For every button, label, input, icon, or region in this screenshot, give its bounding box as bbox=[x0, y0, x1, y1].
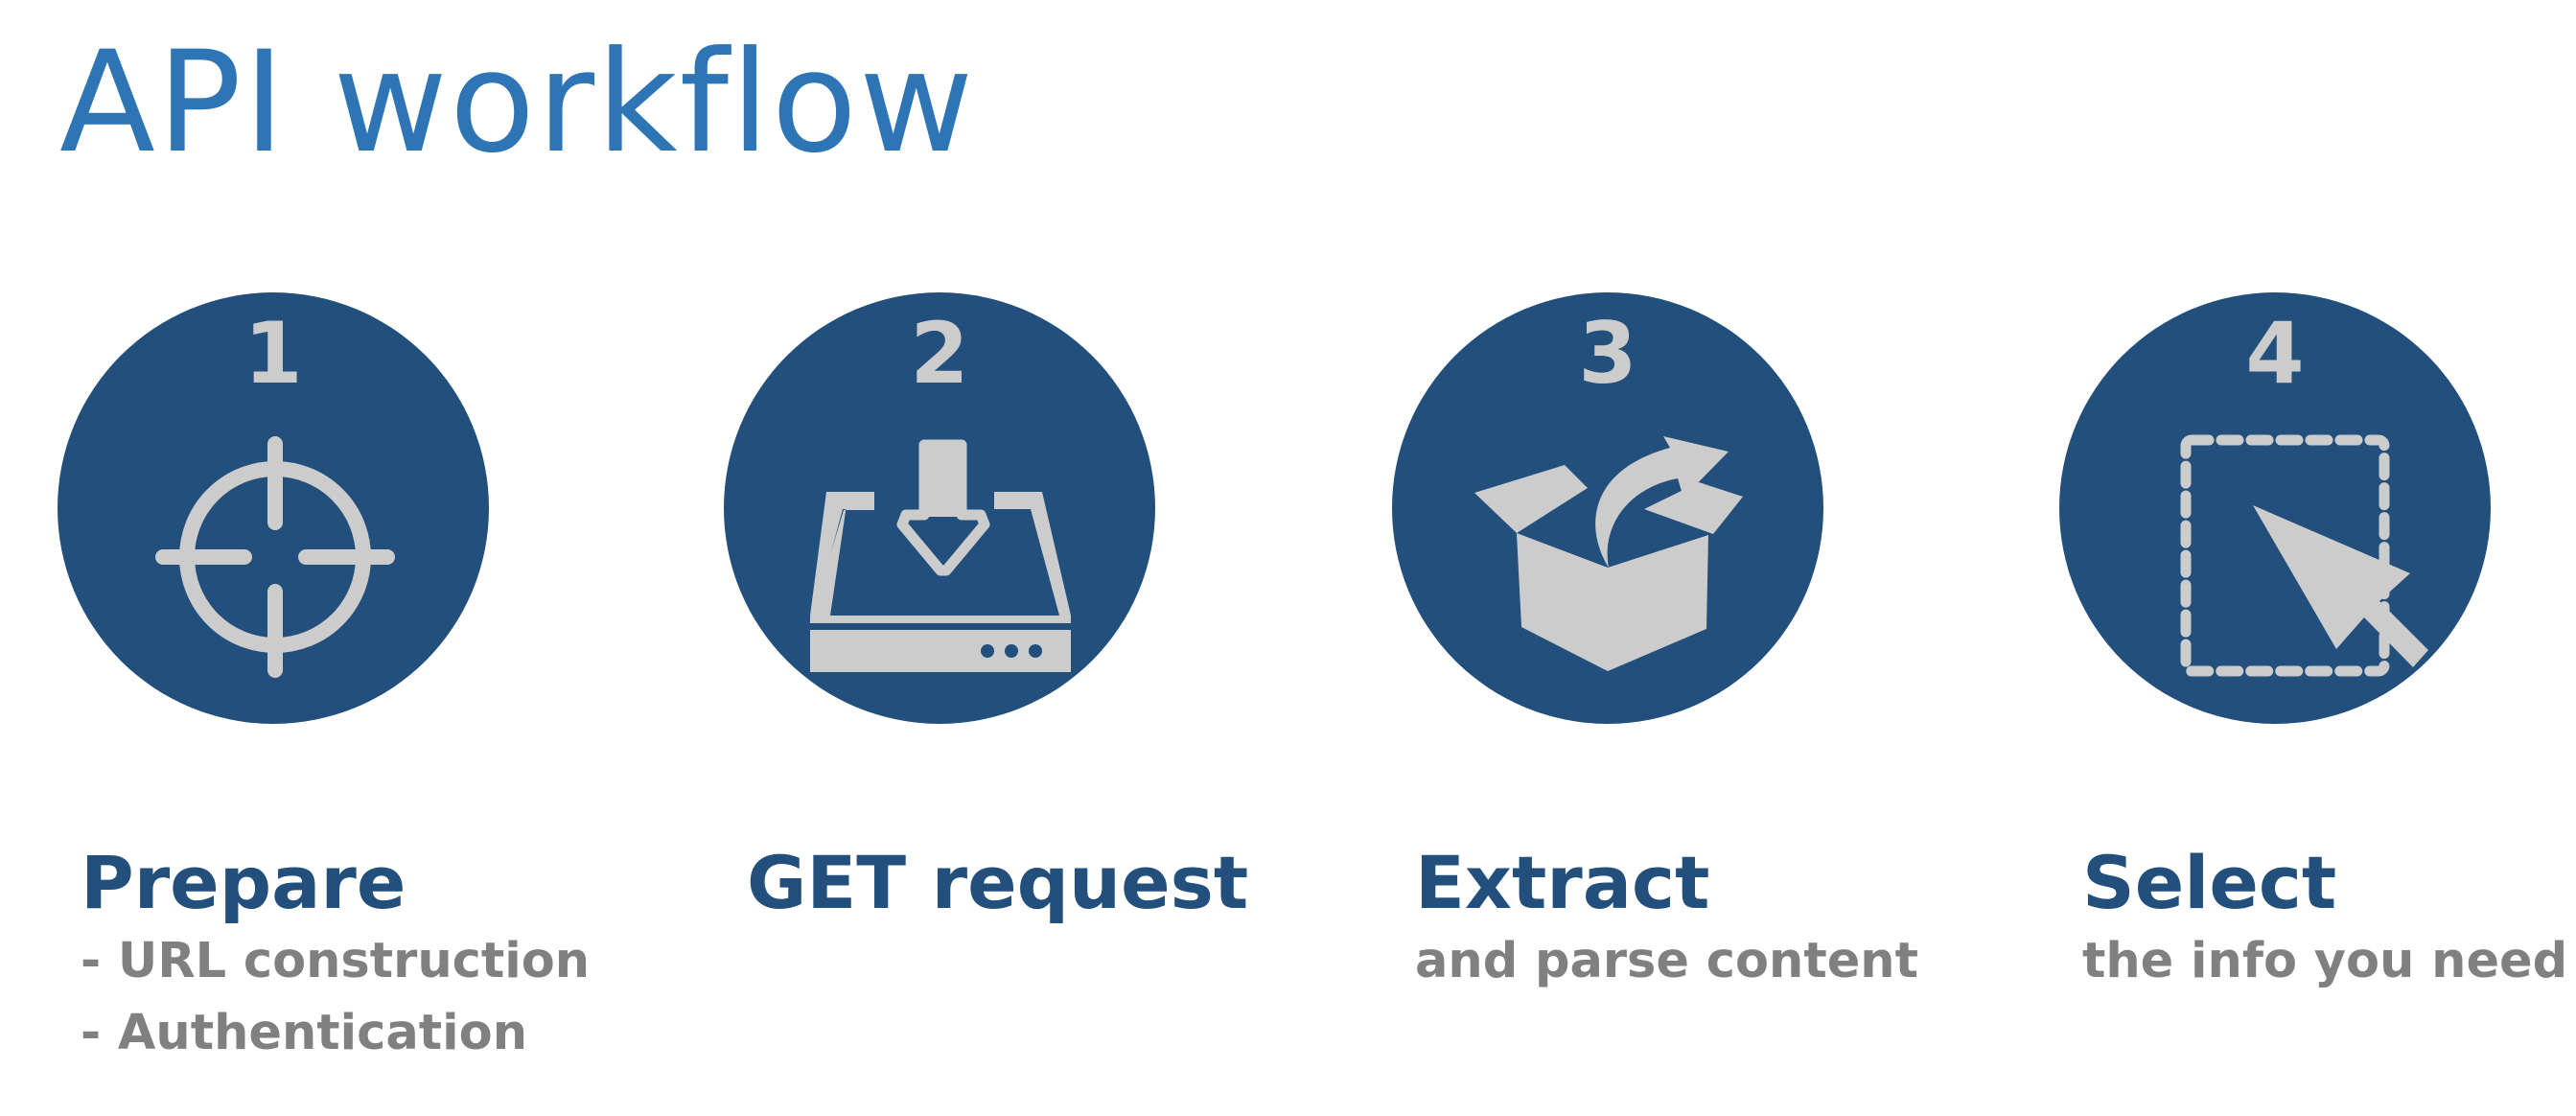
step-3-heading: Extract bbox=[1415, 840, 1710, 925]
step-1-subtext-line-2: - Authentication bbox=[81, 1005, 527, 1061]
workflow-step-1: 1 Prepare - URL construction - Authentic… bbox=[58, 292, 719, 1061]
cursor-selection-icon bbox=[2180, 434, 2428, 677]
workflow-step-4: 4 Select the info you need bbox=[2059, 292, 2576, 1059]
step-3-subtext-line-1: and parse content bbox=[1415, 933, 1918, 989]
download-to-server-icon bbox=[810, 439, 1071, 672]
step-1-subtext-line-1: - URL construction bbox=[81, 933, 591, 989]
step-2-number: 2 bbox=[910, 304, 969, 403]
step-1-heading: Prepare bbox=[81, 840, 406, 925]
step-4-heading: Select bbox=[2082, 840, 2337, 925]
crosshair-target-icon bbox=[155, 436, 395, 678]
step-3-number: 3 bbox=[1578, 304, 1637, 403]
open-box-with-arrow-icon bbox=[1474, 436, 1743, 671]
step-4-number: 4 bbox=[2245, 304, 2305, 403]
step-1-number: 1 bbox=[244, 304, 303, 403]
step-4-subtext-line-1: the info you need bbox=[2082, 933, 2568, 989]
page-title: API workflow bbox=[59, 21, 976, 184]
workflow-step-3: 3 Extract and parse content bbox=[1392, 292, 2054, 1059]
step-2-heading: GET request bbox=[747, 840, 1249, 925]
workflow-step-2: 2 GET request bbox=[724, 292, 1385, 1059]
